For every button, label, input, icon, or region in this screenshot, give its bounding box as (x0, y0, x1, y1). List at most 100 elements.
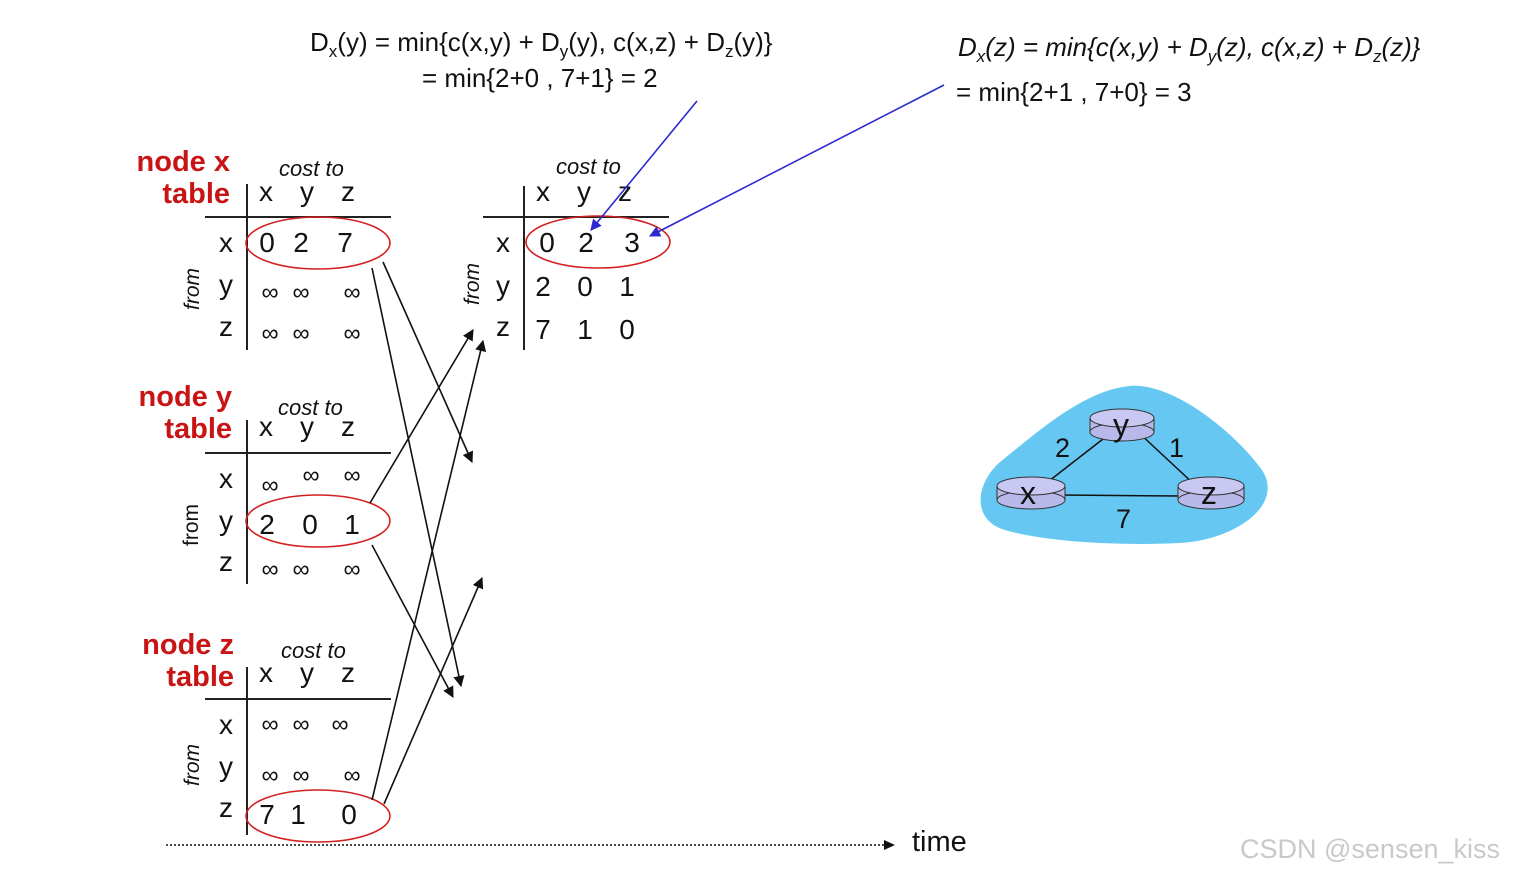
table-divider (205, 216, 391, 218)
col-header-x: x (259, 657, 273, 688)
table-divider (205, 698, 391, 700)
table-cell: 0 (539, 227, 555, 258)
router-z (1177, 476, 1245, 510)
table-divider (205, 452, 391, 454)
message-arrow (371, 267, 465, 688)
cost-to-label: cost to (281, 638, 346, 663)
cost-to-label: cost to (279, 156, 344, 181)
row-header-z: z (219, 546, 233, 577)
table-divider (246, 667, 248, 835)
node-z-title: node z table (142, 629, 234, 693)
table-cell: ∞ (292, 711, 310, 738)
col-header-y: y (300, 176, 314, 207)
table-cell: ∞ (343, 762, 361, 789)
col-header-y: y (300, 411, 314, 442)
message-arrow (371, 339, 487, 801)
table-cell: 3 (624, 227, 640, 258)
table-cell: 0 (302, 509, 318, 540)
highlight-ellipse (245, 216, 391, 270)
row-header-x: x (496, 227, 510, 258)
col-header-x: x (259, 176, 273, 207)
col-header-x: x (259, 411, 273, 442)
col-header-z: z (341, 176, 355, 207)
table-cell: 1 (344, 509, 360, 540)
router-x (996, 476, 1066, 510)
table-cell: ∞ (261, 472, 279, 499)
table-cell: ∞ (261, 711, 279, 738)
edge-cost-yz: 1 (1169, 433, 1185, 463)
table-cell: 2 (259, 509, 275, 540)
cost-to-label: cost to (556, 154, 621, 179)
message-arrow (369, 329, 474, 504)
link-xz (1059, 494, 1181, 497)
table-divider (246, 420, 248, 584)
node-y-title: node y table (138, 381, 232, 445)
row-header-z: z (219, 311, 233, 342)
col-header-z: z (341, 657, 355, 688)
table-cell: 7 (337, 227, 353, 258)
highlight-ellipse (245, 789, 391, 843)
time-axis-arrowhead (884, 840, 895, 850)
edge-cost-xz: 7 (1116, 504, 1132, 534)
router-x-label: x (1020, 475, 1036, 511)
message-arrow (382, 261, 474, 464)
highlight-ellipse (245, 494, 391, 548)
row-header-z: z (219, 792, 233, 823)
col-header-x: x (536, 176, 550, 207)
table-cell: ∞ (261, 320, 279, 347)
watermark: CSDN @sensen_kiss (1240, 834, 1500, 864)
table-cell: 7 (535, 314, 551, 345)
row-header-y: y (496, 270, 510, 301)
dxy-result: = min{2+0 , 7+1} = 2 (422, 63, 658, 93)
table-cell: 1 (577, 314, 593, 345)
message-arrow (383, 576, 484, 805)
table-divider (246, 184, 248, 350)
table-cell: 2 (535, 271, 551, 302)
highlight-ellipse (525, 215, 671, 269)
equation-pointer (649, 84, 945, 237)
table-cell: 2 (578, 227, 594, 258)
edge-cost-xy: 2 (1055, 433, 1071, 463)
dxz-result: = min{2+1 , 7+0} = 3 (956, 77, 1192, 107)
node-x-title: node x table (136, 146, 230, 210)
col-header-z: z (341, 411, 355, 442)
table-cell: ∞ (261, 762, 279, 789)
table-cell: ∞ (292, 279, 310, 306)
table-cell: 0 (259, 227, 275, 258)
row-header-z: z (496, 311, 510, 342)
time-label: time (912, 826, 967, 858)
table-cell: ∞ (343, 462, 361, 489)
router-z-label: z (1201, 475, 1217, 511)
message-arrow (371, 544, 454, 698)
row-header-x: x (219, 463, 233, 494)
router-y (1089, 408, 1155, 442)
table-cell: 2 (293, 227, 309, 258)
table-cell: ∞ (292, 762, 310, 789)
table-cell: ∞ (261, 556, 279, 583)
dxz-equation: Dx(z) = min{c(x,y) + Dy(z), c(x,z) + Dz(… (958, 32, 1421, 66)
table-cell: 7 (259, 799, 275, 830)
link-yz (1137, 431, 1197, 487)
table-cell: 1 (290, 799, 306, 830)
col-header-y: y (300, 657, 314, 688)
row-header-y: y (219, 269, 233, 300)
table-cell: ∞ (292, 320, 310, 347)
row-header-x: x (219, 227, 233, 258)
table-cell: ∞ (292, 556, 310, 583)
router-y-label: y (1113, 407, 1129, 443)
table-divider (523, 186, 525, 350)
table-cell: 0 (341, 799, 357, 830)
table-cell: ∞ (343, 279, 361, 306)
cost-to-label: cost to (278, 395, 343, 420)
table-cell: ∞ (343, 556, 361, 583)
table-cell: 1 (619, 271, 635, 302)
row-header-x: x (219, 709, 233, 740)
table-cell: 0 (577, 271, 593, 302)
row-header-y: y (219, 505, 233, 536)
table-cell: ∞ (331, 711, 349, 738)
table-cell: 0 (619, 314, 635, 345)
row-header-y: y (219, 751, 233, 782)
col-header-y: y (577, 176, 591, 207)
table-cell: ∞ (343, 320, 361, 347)
